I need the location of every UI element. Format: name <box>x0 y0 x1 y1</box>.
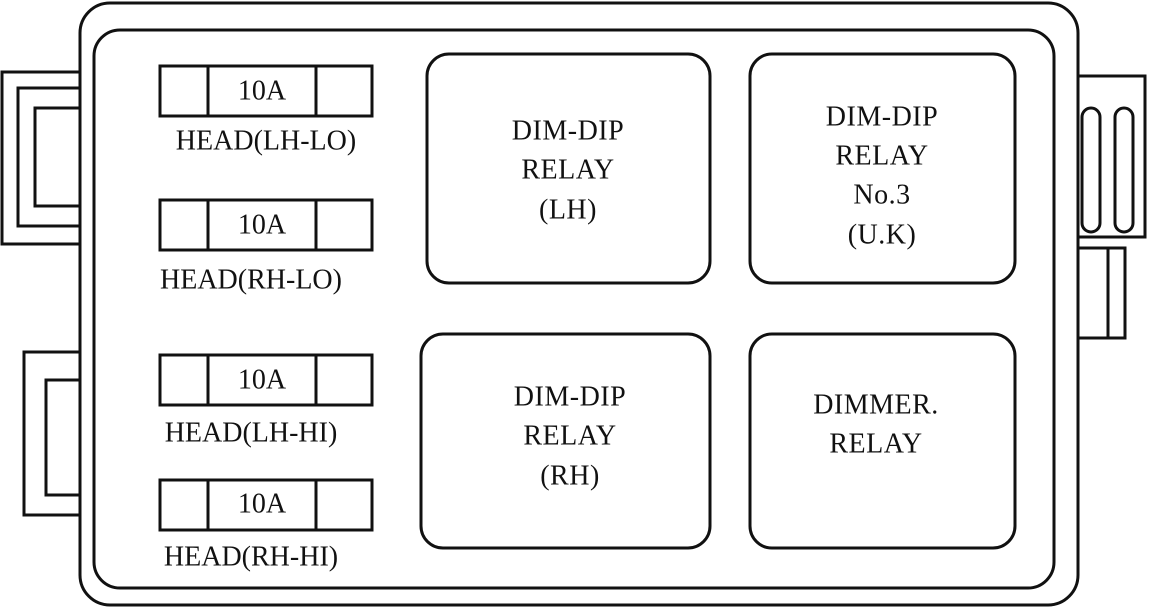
left-lower-connector <box>22 350 80 517</box>
relay-label-line: RELAY <box>829 428 922 459</box>
relay-label-line: (LH) <box>539 194 597 225</box>
fuse-label: HEAD(LH-LO) <box>176 125 356 156</box>
relay-dim-dip-rh: DIM-DIP RELAY (RH) <box>419 332 712 550</box>
fuse-rating: 10A <box>238 488 287 519</box>
relay-dim-dip-no3: DIM-DIP RELAY No.3 (U.K) <box>748 52 1017 285</box>
relay-label-line: DIM-DIP <box>512 115 624 146</box>
inner-panel <box>92 28 1056 590</box>
relay-label-line: DIM-DIP <box>514 381 626 412</box>
left-upper-connector <box>0 70 80 246</box>
fuse-rating: 10A <box>238 209 287 240</box>
relay-label-line: DIMMER. <box>813 389 939 420</box>
fuse-label: HEAD(LH-HI) <box>165 417 338 448</box>
relay-label-line: DIM-DIP <box>826 101 938 132</box>
relay-label-line: (RH) <box>540 460 600 491</box>
right-connector <box>1078 74 1147 340</box>
fuse-rating: 10A <box>238 364 287 395</box>
relay-label-line: RELAY <box>521 154 614 185</box>
relay-label-line: RELAY <box>523 420 616 451</box>
fuse-head-rh-hi: 10A HEAD(RH-HI) <box>158 478 374 572</box>
relay-label-line: (U.K) <box>848 219 917 250</box>
fuse-rating: 10A <box>238 75 287 106</box>
fuse-head-rh-lo: 10A HEAD(RH-LO) <box>158 198 374 295</box>
relay-dimmer: DIMMER. RELAY <box>748 332 1017 550</box>
fuse-head-lh-lo: 10A HEAD(LH-LO) <box>158 64 374 156</box>
fuse-label: HEAD(RH-HI) <box>164 541 338 572</box>
outer-housing <box>78 1 1080 607</box>
relay-dim-dip-lh: DIM-DIP RELAY (LH) <box>425 52 712 285</box>
relay-label-line: RELAY <box>835 140 928 171</box>
relay-label-line: No.3 <box>853 179 910 210</box>
fuse-head-lh-hi: 10A HEAD(LH-HI) <box>158 353 374 448</box>
fuse-label: HEAD(RH-LO) <box>160 264 342 295</box>
